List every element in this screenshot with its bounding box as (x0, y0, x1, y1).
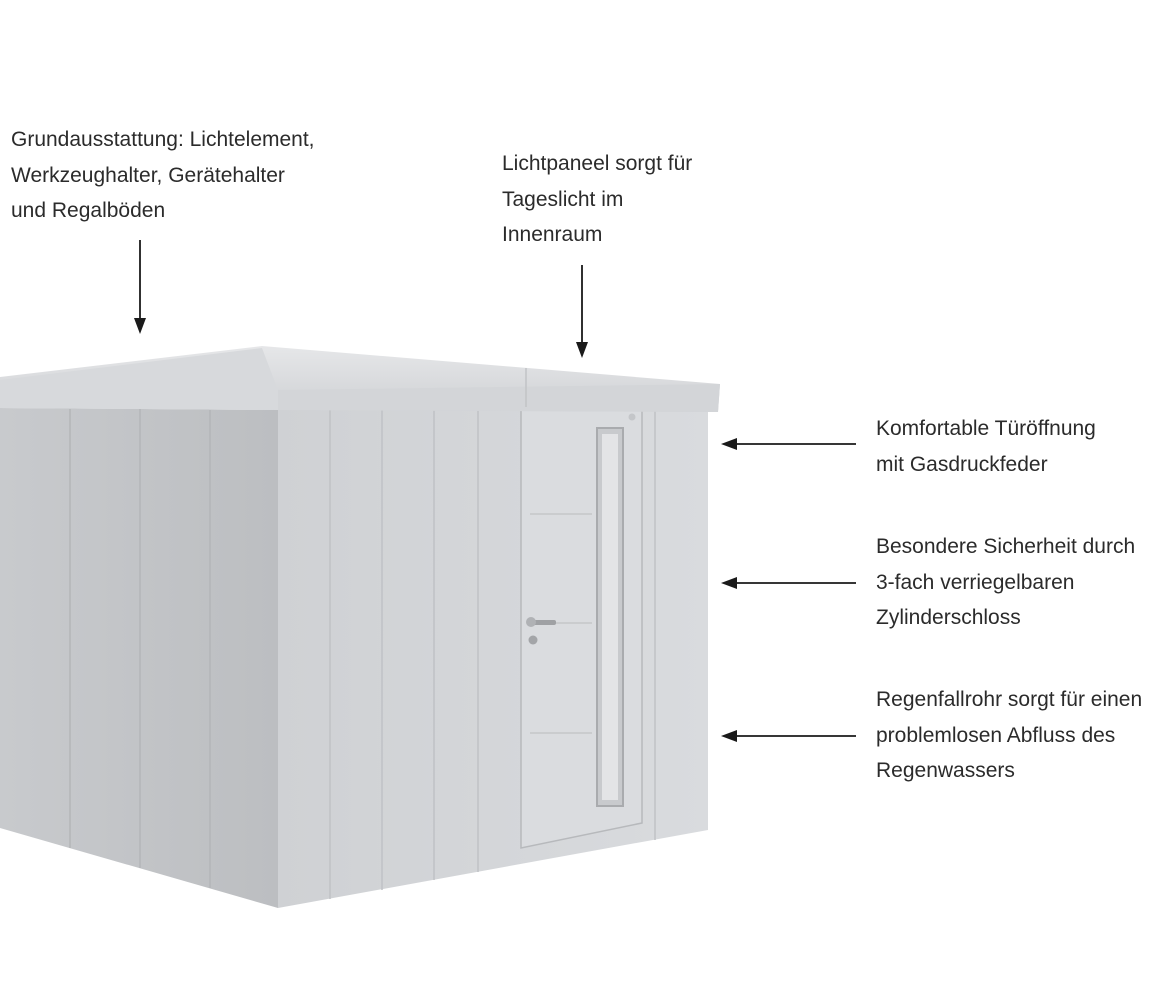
roof-side-edge (0, 348, 278, 410)
annotation-line: problemlosen Abfluss des (876, 723, 1116, 747)
roof-front-edge (278, 384, 720, 412)
arrow-icon (134, 240, 146, 334)
annotation-basic-equipment: Grundausstattung: Lichtelement, Werkzeug… (11, 122, 315, 229)
shed-side-wall (0, 408, 278, 908)
annotation-line: Regenfallrohr sorgt für einen (876, 688, 1143, 711)
annotation-line: Grundausstattung: Lichtelement, (11, 128, 315, 151)
front-wall-panel-lines (329, 406, 656, 899)
annotation-line: Werkzeughalter, Gerätehalter (11, 163, 285, 187)
door-handle-icon (526, 617, 556, 627)
annotation-line: Komfortable Türöffnung (876, 417, 1096, 440)
annotation-line: 3-fach verriegelbaren (876, 570, 1075, 594)
arrow-icon (721, 730, 856, 742)
annotation-line: Regenwassers (876, 759, 1015, 782)
side-wall-panel-lines (69, 409, 211, 888)
annotation-rain-downpipe: Regenfallrohr sorgt für einen problemlos… (876, 682, 1142, 789)
annotation-security-lock: Besondere Sicherheit durch 3-fach verrie… (876, 529, 1135, 636)
annotation-line: Innenraum (502, 223, 603, 246)
annotation-line: Lichtpaneel sorgt für (502, 152, 693, 175)
arrow-icon (576, 265, 588, 358)
annotation-line: und Regalböden (11, 199, 166, 222)
annotation-line: mit Gasdruckfeder (876, 452, 1048, 476)
arrow-icon (721, 438, 856, 450)
cylinder-lock-icon (528, 635, 538, 645)
shed-front-wall (278, 405, 708, 908)
light-panel-glass (602, 434, 618, 800)
annotation-line: Zylinderschloss (876, 606, 1021, 629)
annotation-line: Tageslicht im (502, 187, 624, 211)
annotation-door-opening: Komfortable Türöffnung mit Gasdruckfeder (876, 411, 1096, 482)
annotation-line: Besondere Sicherheit durch (876, 535, 1136, 558)
door-hinge-icon (628, 413, 636, 421)
annotation-light-panel: Lichtpaneel sorgt für Tageslicht im Inne… (502, 146, 692, 253)
arrow-icon (721, 577, 856, 589)
